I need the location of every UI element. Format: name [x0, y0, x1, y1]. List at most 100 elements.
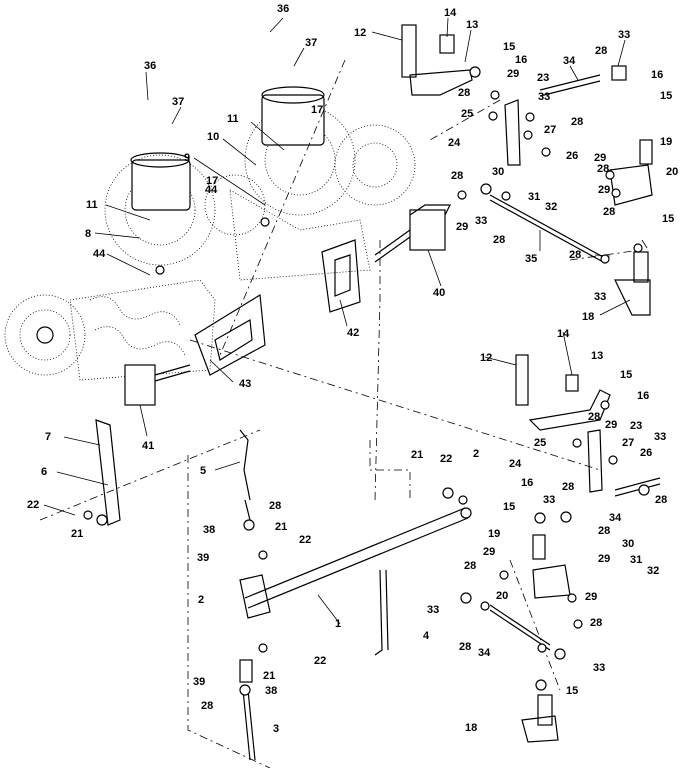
- callout-32-top: 32: [545, 201, 557, 213]
- callout-20-top: 20: [666, 166, 678, 178]
- callout-19-top: 19: [660, 136, 672, 148]
- callout-15-bottom-b: 15: [566, 685, 578, 697]
- callout-32-lower: 32: [647, 565, 659, 577]
- callout-26-top: 26: [566, 150, 578, 162]
- callout-7: 7: [45, 431, 51, 443]
- callout-8: 8: [85, 228, 91, 240]
- callout-27-top: 27: [544, 124, 556, 136]
- callout-28-bottom-a: 28: [588, 411, 600, 423]
- callout-22-left: 22: [27, 499, 39, 511]
- callout-28-lower-d: 28: [464, 560, 476, 572]
- callout-24-bottom: 24: [509, 458, 522, 470]
- callout-13-bottom: 13: [591, 350, 603, 362]
- callout-30-lower: 30: [622, 538, 634, 550]
- link-rod-5: [239, 429, 251, 521]
- callout-9: 9: [184, 152, 190, 164]
- control-rod-4: [374, 569, 389, 656]
- callout-3: 3: [273, 723, 279, 735]
- lever-arm-7-6: [83, 419, 121, 526]
- callout-39-top: 39: [197, 552, 209, 564]
- link-rod-3: [239, 659, 256, 761]
- lower-bracket-assembly: [489, 354, 661, 743]
- callout-33-mid-b: 33: [594, 291, 606, 303]
- callout-25-bottom: 25: [534, 437, 546, 449]
- callout-15-bottom: 15: [620, 369, 632, 381]
- leader-lines: [43, 17, 648, 625]
- callout-16-top: 16: [515, 54, 527, 66]
- callout-28-lower-e: 28: [590, 617, 602, 629]
- callout-14-top: 14: [444, 7, 457, 19]
- callout-18-bottom: 18: [465, 722, 477, 734]
- callout-41: 41: [142, 440, 154, 452]
- callout-11-left: 11: [86, 199, 98, 211]
- callout-17-top: 17: [311, 104, 323, 116]
- callout-28-lower-c: 28: [598, 525, 610, 537]
- callout-22-shaft: 22: [440, 453, 452, 465]
- callout-33-lower-a: 33: [543, 494, 555, 506]
- callout-33-mid: 33: [475, 215, 487, 227]
- callout-4: 4: [423, 630, 430, 642]
- callout-6: 6: [41, 466, 47, 478]
- callout-22-link: 22: [299, 534, 311, 546]
- callout-29-mid: 29: [456, 221, 468, 233]
- callout-23-top: 23: [537, 72, 549, 84]
- callout-29-lower-b: 29: [598, 553, 610, 565]
- control-unit-40: [374, 204, 451, 263]
- callout-15-top-b: 15: [660, 90, 672, 102]
- callout-38-bottom: 38: [265, 685, 277, 697]
- callout-16-top-b: 16: [651, 69, 663, 81]
- callout-29-lower-a: 29: [483, 546, 495, 558]
- callout-35: 35: [525, 253, 537, 265]
- callout-14-bottom: 14: [557, 328, 570, 340]
- callout-39-bottom: 39: [193, 676, 205, 688]
- callout-30-top: 30: [492, 166, 504, 178]
- callout-37-left: 37: [172, 96, 184, 108]
- callout-18-top: 18: [582, 311, 594, 323]
- callout-15-lower: 15: [503, 501, 515, 513]
- callout-21-left: 21: [71, 528, 83, 540]
- callout-34-top: 34: [563, 55, 576, 67]
- transmission-assembly-left: [4, 152, 266, 381]
- callout-29-top: 29: [507, 68, 519, 80]
- callout-12-bottom: 12: [480, 352, 492, 364]
- callout-29-top-b: 29: [594, 152, 606, 164]
- callout-28-top-a: 28: [595, 45, 607, 57]
- callout-15-mid: 15: [662, 213, 674, 225]
- callout-labels: 36 37 12 14 13 15 16 28 33 34 29 28 23 1…: [27, 3, 678, 735]
- callout-31-top: 31: [528, 191, 540, 203]
- callout-20-lower: 20: [496, 590, 508, 602]
- callout-44-top: 44: [205, 184, 218, 196]
- callout-28-lower-a: 28: [562, 481, 574, 493]
- callout-1: 1: [335, 618, 341, 630]
- callout-28-lower-b: 28: [655, 494, 667, 506]
- transmission-assembly-right: [229, 86, 416, 281]
- callout-29-bottom-a: 29: [605, 419, 617, 431]
- callout-38-top: 38: [203, 524, 215, 536]
- callout-16-bottom: 16: [637, 390, 649, 402]
- upper-bracket-assembly: [401, 24, 653, 316]
- callout-21-link: 21: [275, 521, 287, 533]
- mounting-plate-43: [194, 293, 266, 376]
- callout-28-top-e: 28: [603, 206, 615, 218]
- callout-42: 42: [347, 327, 359, 339]
- callout-28-top-c: 28: [571, 116, 583, 128]
- callout-34-lower-b: 34: [478, 647, 491, 659]
- callout-37-top: 37: [305, 37, 317, 49]
- callout-28-top-b: 28: [458, 87, 470, 99]
- callout-12-top: 12: [354, 27, 366, 39]
- callout-36-top: 36: [277, 3, 289, 15]
- callout-21-bottom: 21: [263, 670, 275, 682]
- callout-28-mid-a: 28: [451, 170, 463, 182]
- callout-5: 5: [200, 465, 206, 477]
- callout-28-link: 28: [269, 500, 281, 512]
- pivot-shaft-1: [239, 507, 472, 619]
- callout-33-top-b: 33: [538, 91, 550, 103]
- control-unit-41: [124, 364, 191, 406]
- callout-15-top: 15: [503, 41, 515, 53]
- callout-22-link-b: 22: [314, 655, 326, 667]
- callout-40: 40: [433, 287, 445, 299]
- callout-29-lower-c: 29: [585, 591, 597, 603]
- callout-28-bottom-b: 28: [201, 700, 213, 712]
- callout-29-top-c: 29: [598, 184, 610, 196]
- callout-33-lower-c: 33: [593, 662, 605, 674]
